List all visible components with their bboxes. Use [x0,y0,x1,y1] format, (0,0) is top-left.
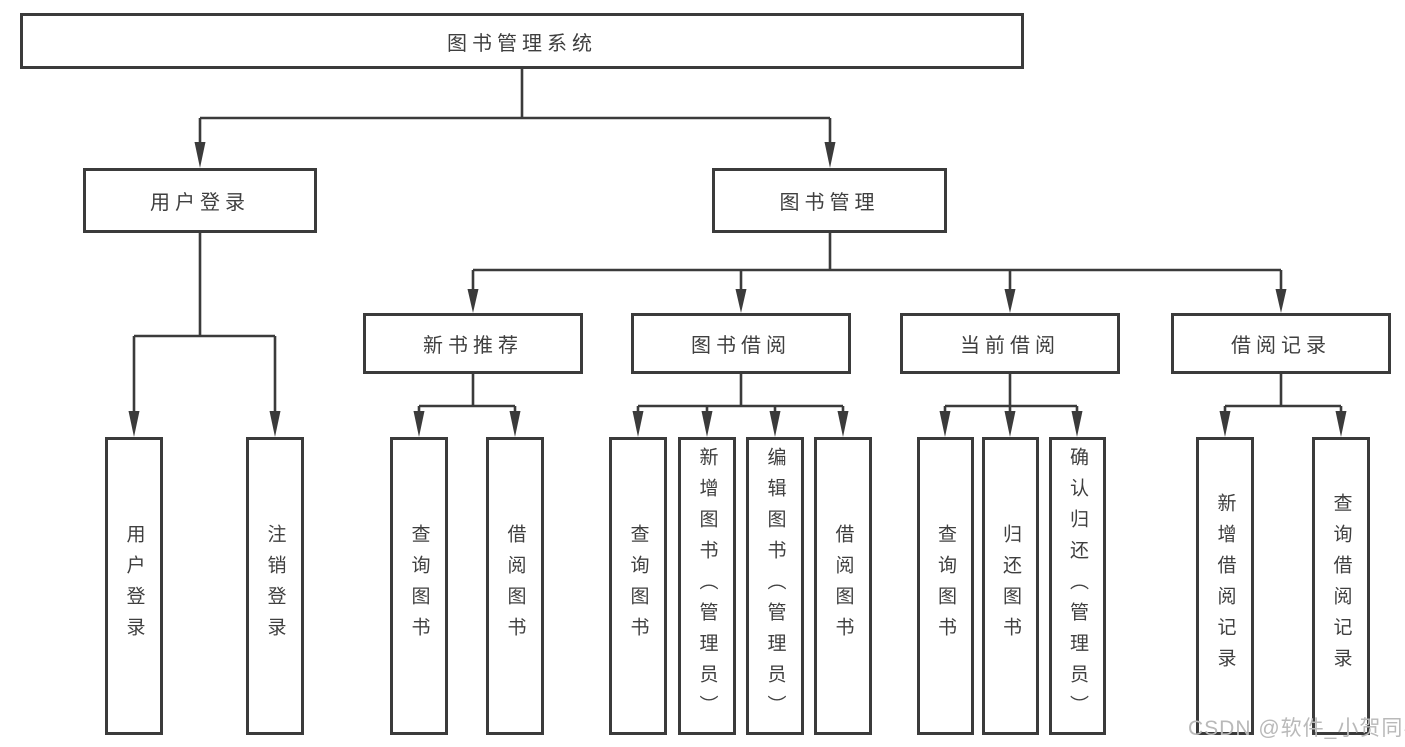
leaf-bb-borrow-books: 借阅图书 [814,437,872,735]
leaf-br-add-record: 新增借阅记录 [1196,437,1254,735]
node-user-login: 用户登录 [83,168,317,233]
edge-current-borrowing-to-leaves [939,374,1083,437]
edge-book-management-to-level3 [467,232,1287,313]
leaf-bb-query-books: 查询图书 [609,437,667,735]
edge-root-to-level2 [194,69,836,168]
node-root: 图书管理系统 [20,13,1024,69]
leaf-logout: 注销登录 [246,437,304,735]
leaf-user-login: 用户登录 [105,437,163,735]
edge-new-book-recommend-to-leaves [413,374,521,437]
node-book-borrowing: 图书借阅 [631,313,851,374]
node-current-borrowing: 当前借阅 [900,313,1120,374]
node-new-book-recommend: 新书推荐 [363,313,583,374]
leaf-nb-borrow-books: 借阅图书 [486,437,544,735]
leaf-cb-query-books: 查询图书 [917,437,974,735]
leaf-br-query-record: 查询借阅记录 [1312,437,1370,735]
leaf-nb-query-books: 查询图书 [390,437,448,735]
node-borrow-records: 借阅记录 [1171,313,1391,374]
leaf-bb-edit-books-admin: 编辑图书（管理员） [746,437,804,735]
watermark: CSDN @软件_小贺同学 [1188,717,1405,740]
leaf-cb-return-books: 归还图书 [982,437,1039,735]
leaf-cb-confirm-return-admin: 确认归还（管理员） [1049,437,1106,735]
edge-user-login-to-leaves [128,233,281,437]
node-book-management: 图书管理 [712,168,947,233]
edge-borrow-records-to-leaves [1219,374,1347,437]
edge-book-borrowing-to-leaves [632,374,849,437]
leaf-bb-add-books-admin: 新增图书（管理员） [678,437,736,735]
